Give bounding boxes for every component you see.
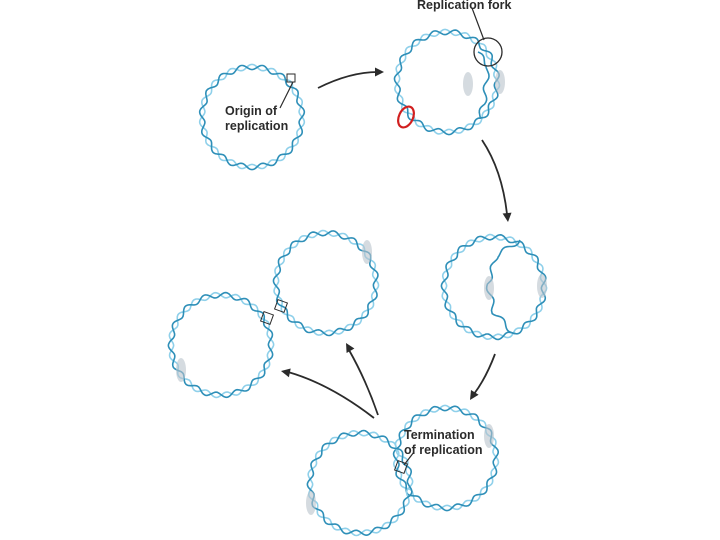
daughter-junction-marker-2 <box>259 310 275 326</box>
origin-label-line1: Origin of <box>225 104 278 118</box>
stage3-highlight-left <box>484 276 494 300</box>
daughter-dna-lower <box>167 291 275 399</box>
termination-label-line2: of replication <box>404 443 483 457</box>
daughter-lower-highlight <box>176 358 186 382</box>
termination-marker <box>393 459 409 475</box>
arrow-stage3-to-4 <box>473 353 496 395</box>
daughter-dna-upper <box>272 229 380 337</box>
stage2-bubble-strand <box>477 51 490 119</box>
stage4-highlight-right <box>484 424 494 448</box>
stage4-dna-right <box>392 404 500 512</box>
termination-pointer-line <box>403 451 415 466</box>
arrow-stage1-to-2-head <box>375 67 384 77</box>
arrow-stage2-to-3-head <box>502 212 512 222</box>
process-arrows <box>281 67 512 419</box>
fork-pointer-line <box>471 7 485 41</box>
origin-label-line2: replication <box>225 119 289 133</box>
stage3-highlight-right <box>537 274 547 298</box>
stage4-highlight-left <box>306 491 316 515</box>
origin-red-marker <box>397 105 415 129</box>
arrow-stage1-to-2 <box>317 71 379 89</box>
stage2-highlight-right <box>495 70 505 94</box>
origin-marker <box>286 73 296 83</box>
daughter-junction-marker <box>273 298 289 314</box>
stage2-highlight-left <box>463 72 473 96</box>
stage1-parent-dna <box>198 63 306 171</box>
arrow-to-daughter-upper <box>348 349 379 416</box>
arrow-stage3-to-4-head <box>470 390 479 400</box>
stage3-dna <box>440 233 548 341</box>
stage4-dna-left <box>306 429 414 537</box>
origin-pointer-line <box>279 81 294 109</box>
dna-circles <box>167 28 548 537</box>
replication-fork-circle <box>473 37 503 67</box>
arrow-stage2-to-3 <box>481 139 508 215</box>
arrow-to-daughter-lower-head <box>281 368 291 378</box>
stage2-dna <box>393 28 501 136</box>
arrow-to-daughter-lower <box>287 371 375 419</box>
arrow-to-daughter-upper-head <box>346 343 355 353</box>
daughter-upper-highlight <box>362 240 372 264</box>
replication-fork-label: Replication fork <box>417 0 512 12</box>
termination-label-line1: Termination <box>404 428 475 442</box>
